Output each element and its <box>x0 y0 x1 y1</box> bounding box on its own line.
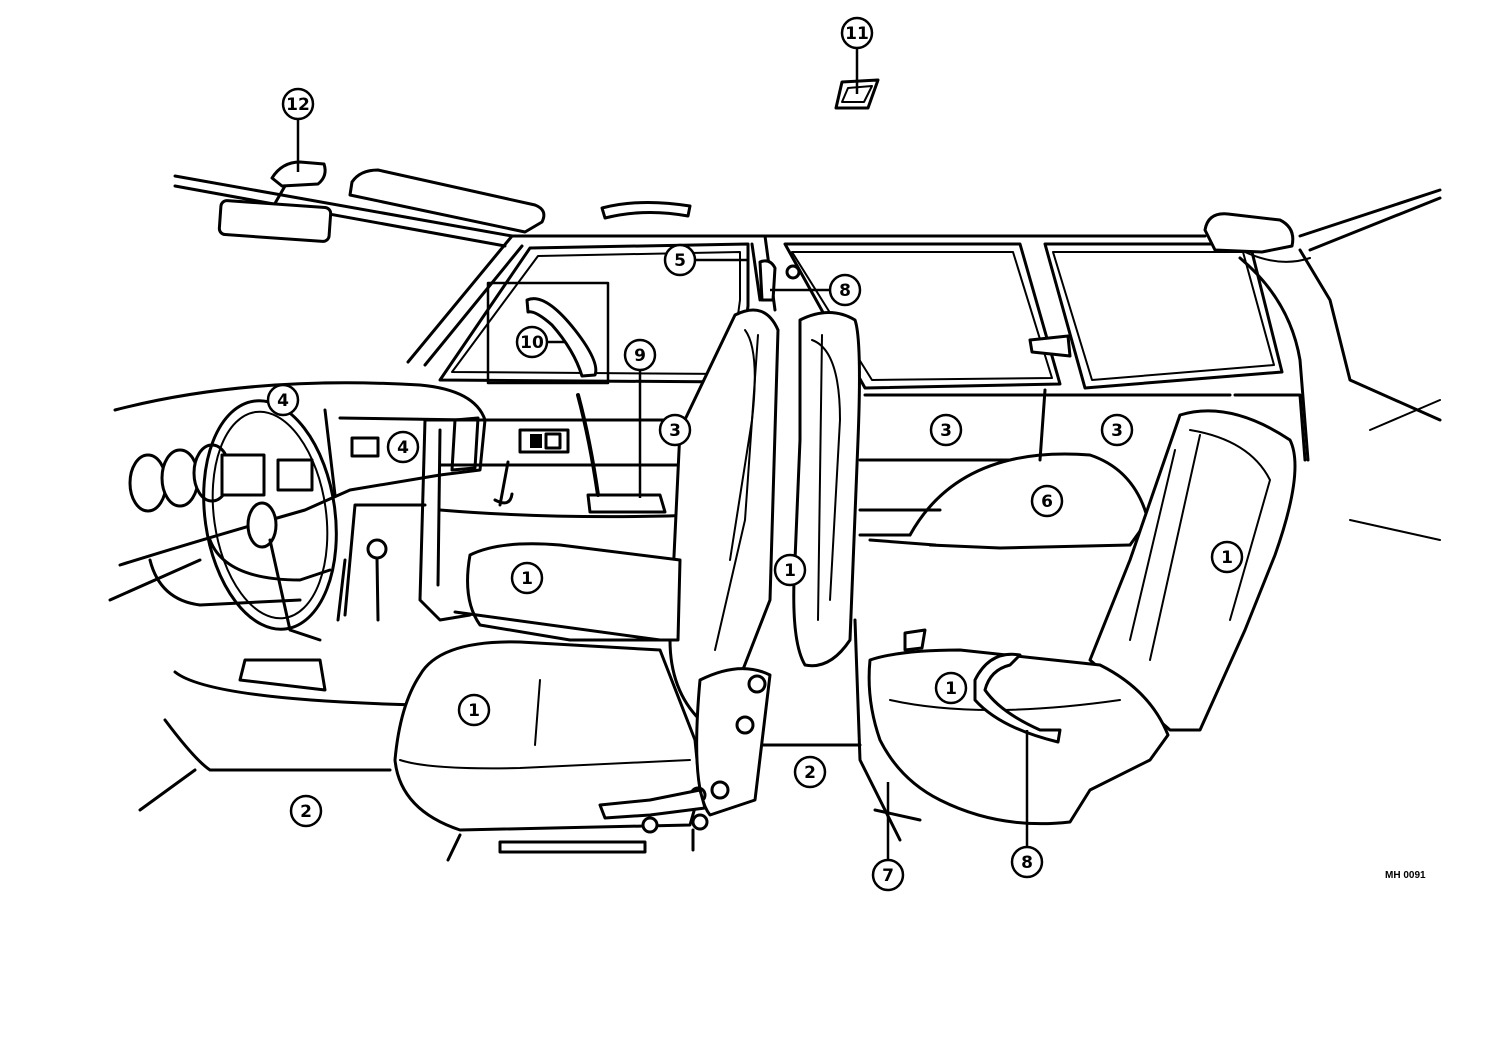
svg-text:3: 3 <box>1111 421 1123 441</box>
svg-text:3: 3 <box>669 421 681 441</box>
svg-text:4: 4 <box>277 391 289 411</box>
svg-text:8: 8 <box>1021 853 1033 873</box>
svg-text:1: 1 <box>521 569 533 589</box>
rear-door-trim <box>858 388 1307 537</box>
svg-text:4: 4 <box>397 438 409 458</box>
belt-anchor <box>758 259 801 302</box>
svg-text:6: 6 <box>1041 492 1053 512</box>
svg-text:1: 1 <box>784 561 796 581</box>
callout-1-front-cushion-rear: 1 <box>510 561 544 595</box>
svg-text:10: 10 <box>520 333 544 353</box>
callout-1-rear-seatback: 1 <box>1210 540 1244 574</box>
svg-text:9: 9 <box>634 346 646 366</box>
wheel-house-cover <box>868 452 1150 550</box>
svg-text:1: 1 <box>945 679 957 699</box>
callout-4-right: 4 <box>386 430 420 464</box>
callout-5: 5 <box>663 243 697 277</box>
callout-8-lower: 8 <box>1010 845 1044 879</box>
callout-1-front-cushion: 1 <box>457 693 491 727</box>
svg-text:1: 1 <box>468 701 480 721</box>
callout-12: 10 <box>515 325 549 359</box>
callout-2-front: 2 <box>289 794 323 828</box>
figure-code: MH 0091 <box>1385 870 1426 881</box>
svg-text:3: 3 <box>940 421 952 441</box>
callout-10: 11 <box>840 16 874 50</box>
svg-text:5: 5 <box>674 251 686 271</box>
callout-8-upper: 8 <box>828 273 862 307</box>
callout-1-rear-cushion: 1 <box>934 671 968 705</box>
callout-11: 12 <box>281 87 315 121</box>
svg-text:7: 7 <box>882 866 894 886</box>
dashboard <box>108 381 487 607</box>
svg-text:2: 2 <box>804 763 816 783</box>
rear-seat <box>867 409 1297 826</box>
roof-assist-grip <box>600 200 692 220</box>
shift-lever <box>336 460 514 622</box>
callout-4-left: 4 <box>266 383 300 417</box>
assist-grip-inset <box>486 281 610 385</box>
inner-mirror <box>217 160 333 243</box>
svg-text:2: 2 <box>300 802 312 822</box>
front-seatback-right <box>792 311 861 668</box>
callout-6: 6 <box>1030 484 1064 518</box>
callout-3-front-door: 3 <box>658 413 692 447</box>
callout-3-quarter: 3 <box>1100 413 1134 447</box>
steering-wheel <box>202 399 338 692</box>
callout-9: 9 <box>623 338 657 372</box>
svg-text:1: 1 <box>1221 548 1233 568</box>
svg-text:12: 12 <box>286 95 310 115</box>
callout-3-rear-door: 3 <box>929 413 963 447</box>
callout-1-front-seatback: 1 <box>773 553 807 587</box>
svg-text:8: 8 <box>839 281 851 301</box>
floor <box>138 618 922 862</box>
svg-text:11: 11 <box>845 24 869 44</box>
callouts: 11 12 10 5 8 9 4 4 <box>266 16 1244 892</box>
callout-2-rear: 2 <box>793 755 827 789</box>
callout-7: 7 <box>871 858 905 892</box>
roof-and-windows <box>173 168 1442 541</box>
